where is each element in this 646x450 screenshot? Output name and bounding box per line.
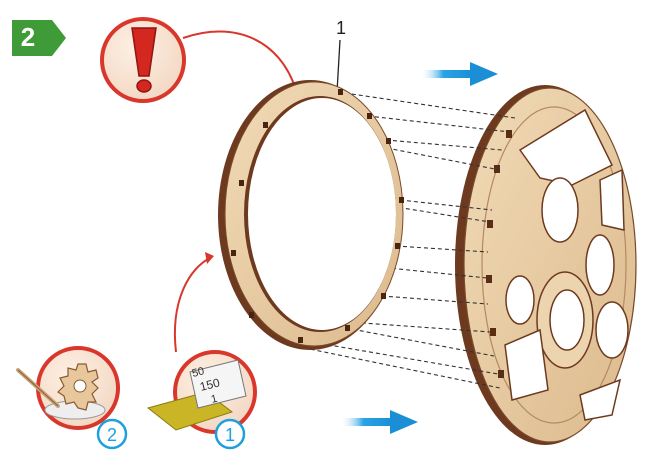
direction-arrow-icon [340, 410, 418, 434]
part-number-label: 1 [336, 18, 346, 38]
warning-exclamation-icon [102, 19, 184, 101]
step-number: 2 [21, 22, 35, 52]
step-marker-1: 1 [216, 420, 244, 448]
glue-callout [18, 348, 118, 428]
tool-pointer-arrow [175, 258, 210, 352]
warning-pointer-arrow [183, 31, 296, 90]
svg-text:2: 2 [107, 425, 117, 445]
svg-text:1: 1 [225, 425, 235, 445]
direction-arrow-icon [420, 62, 498, 86]
step-badge: 2 [12, 20, 66, 56]
step-marker-2: 2 [98, 420, 126, 448]
part-leader-line [337, 40, 340, 92]
gear-plate [455, 85, 636, 445]
wooden-ring-part [218, 80, 404, 350]
sandpaper-callout: 50 150 1 [148, 352, 255, 432]
